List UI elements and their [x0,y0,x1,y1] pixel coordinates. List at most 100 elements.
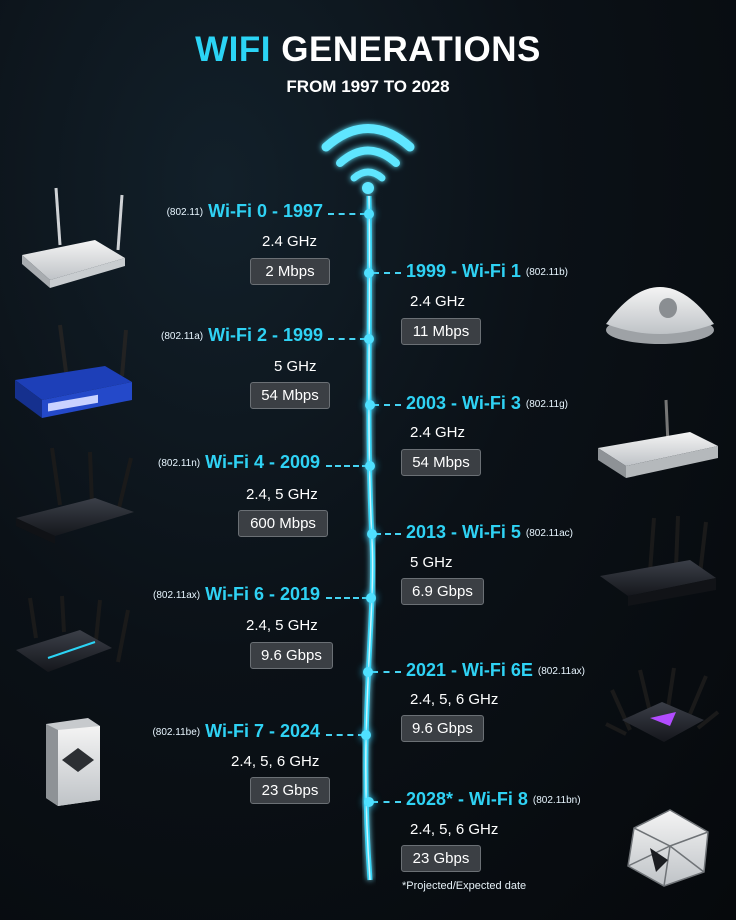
generation-title: (802.11a) Wi-Fi 2 - 1999 [161,325,323,346]
wifi-signal-icon [321,124,415,194]
standard-label: (802.11ax) [153,589,201,601]
timeline-dot [364,334,374,344]
timeline-dot [366,593,376,603]
generation-name: 2003 - Wi-Fi 3 [406,393,521,413]
standard-label: (802.11) [166,206,204,218]
timeline-dot [365,461,375,471]
router-icon [22,187,125,288]
generation-name: Wi-Fi 2 - 1999 [208,325,323,345]
generation-name: 1999 - Wi-Fi 1 [406,261,521,281]
router-icon [605,667,720,742]
standard-label: (802.11be) [152,726,201,738]
frequency-label: 5 GHz [410,554,453,571]
connector [373,404,401,406]
connector [326,465,368,467]
generation-wifi-2: (802.11a) Wi-Fi 2 - 1999 [161,325,323,346]
router-icon [598,399,718,478]
standard-label: (802.11ax) [537,665,585,677]
speed-badge: 9.6 Gbps [401,715,484,742]
router-icon [627,809,709,887]
speed-badge: 11 Mbps [401,318,481,345]
standard-label: (802.11n) [158,457,201,469]
generation-wifi-6e: 2021 - Wi-Fi 6E (802.11ax) [406,660,585,681]
speed-badge: 6.9 Gbps [401,578,484,605]
connector [328,213,366,215]
timeline-dot [364,268,374,278]
page-title: WIFI GENERATIONS [0,30,736,70]
speed-badge: 54 Mbps [250,382,330,409]
generation-title: (802.11n) Wi-Fi 4 - 2009 [158,452,320,473]
generation-title: (802.11be) Wi-Fi 7 - 2024 [152,721,320,742]
generation-title: 2028* - Wi-Fi 8 (802.11bn) [406,789,581,810]
timeline-dot [364,797,374,807]
speed-badge: 23 Gbps [250,777,330,804]
generation-wifi-6: (802.11ax) Wi-Fi 6 - 2019 [153,584,320,605]
connector [372,801,401,803]
generation-title: 1999 - Wi-Fi 1 (802.11b) [406,261,568,282]
router-icon [606,287,714,344]
connector [328,338,366,340]
frequency-label: 2.4, 5 GHz [246,617,318,634]
generation-wifi-8: 2028* - Wi-Fi 8 (802.11bn) [406,789,581,810]
speed-badge-wrap: 9.6 Gbps [250,642,333,669]
generation-name: 2021 - Wi-Fi 6E [406,660,533,680]
title-rest: GENERATIONS [281,30,541,69]
speed-badge: 9.6 Gbps [250,642,333,669]
router-icon [600,515,716,606]
generation-title: (802.11ax) Wi-Fi 6 - 2019 [153,584,320,605]
timeline-dot [361,730,371,740]
generation-name: Wi-Fi 0 - 1997 [208,201,323,221]
connector [372,671,401,673]
generation-wifi-3: 2003 - Wi-Fi 3 (802.11g) [406,393,568,414]
speed-badge-wrap: 2 Mbps [250,258,330,285]
footnote: *Projected/Expected date [402,880,527,892]
speed-badge: 23 Gbps [401,845,481,872]
connector [326,597,368,599]
frequency-label: 2.4 GHz [262,233,318,250]
connector [326,734,364,736]
generation-title: 2013 - Wi-Fi 5 (802.11ac) [406,522,573,543]
router-icon [15,324,132,418]
generation-title: 2021 - Wi-Fi 6E (802.11ax) [406,660,585,681]
router-icon [46,718,100,806]
standard-label: (802.11g) [525,398,568,410]
speed-badge: 54 Mbps [401,449,481,476]
frequency-label: 2.4 GHz [410,424,466,441]
speed-badge: 2 Mbps [250,258,330,285]
generation-name: Wi-Fi 6 - 2019 [205,584,320,604]
timeline-dot [365,400,375,410]
timeline-dot [364,209,374,219]
frequency-label: 5 GHz [274,358,317,375]
frequency-label: 2.4, 5, 6 GHz [410,691,499,708]
generation-wifi-5: 2013 - Wi-Fi 5 (802.11ac) [406,522,573,543]
title-highlight: WIFI [195,30,272,69]
generation-wifi-0: (802.11) Wi-Fi 0 - 1997 [167,201,323,222]
speed-badge-wrap: 600 Mbps [238,510,328,537]
speed-badge-wrap: 23 Gbps [250,777,330,804]
timeline-dot [367,529,377,539]
standard-label: (802.11a) [161,330,204,342]
router-icon [16,595,130,672]
generation-title: 2003 - Wi-Fi 3 (802.11g) [406,393,568,414]
speed-badge-wrap: 23 Gbps [401,845,481,872]
generation-name: 2028* - Wi-Fi 8 [406,789,528,809]
page-subtitle: FROM 1997 TO 2028 [286,77,450,96]
frequency-label: 2.4, 5 GHz [246,486,318,503]
speed-badge-wrap: 54 Mbps [401,449,481,476]
generation-name: Wi-Fi 7 - 2024 [205,721,320,741]
frequency-label: 2.4, 5, 6 GHz [410,821,499,838]
speed-badge-wrap: 11 Mbps [401,318,481,345]
generation-name: Wi-Fi 4 - 2009 [205,452,320,472]
speed-badge-wrap: 9.6 Gbps [401,715,484,742]
generation-title: (802.11) Wi-Fi 0 - 1997 [167,201,323,222]
standard-label: (802.11b) [525,266,568,278]
standard-label: (802.11ac) [525,527,573,539]
generation-wifi-4: (802.11n) Wi-Fi 4 - 2009 [158,452,320,473]
frequency-label: 2.4 GHz [410,293,466,310]
standard-label: (802.11bn) [532,794,581,806]
generation-wifi-1: 1999 - Wi-Fi 1 (802.11b) [406,261,568,282]
speed-badge-wrap: 54 Mbps [250,382,330,409]
frequency-label: 2.4, 5, 6 GHz [231,753,320,770]
